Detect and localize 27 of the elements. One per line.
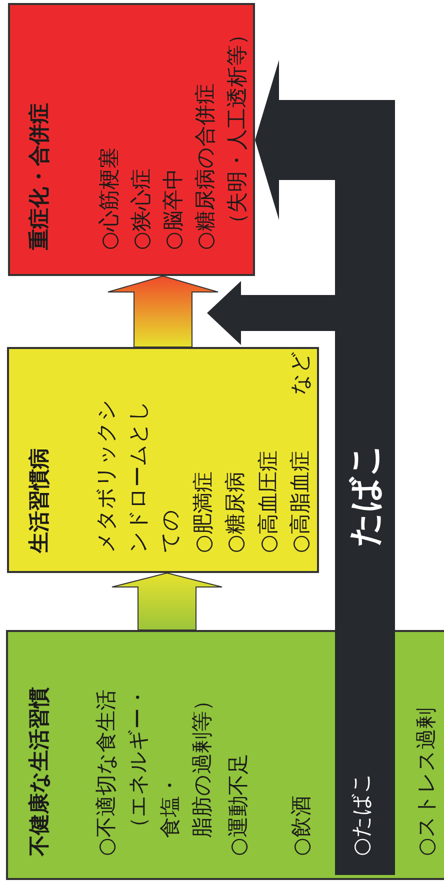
list-item: ○ストレス過剰 <box>413 708 439 856</box>
block-arrow <box>108 275 218 348</box>
category-box <box>8 3 255 276</box>
vertical-bar <box>335 100 395 630</box>
list-item: ○不適切な食生活（エネルギー・食塩・脂肪の過剰等） <box>93 686 215 856</box>
list-item: メタボリックシンドロームとしての <box>93 398 183 553</box>
list-item: ○狭心症 <box>128 168 154 250</box>
category-box <box>7 347 319 573</box>
list-item: ○心筋梗塞 <box>96 148 122 250</box>
list-item: ○高脂血症 <box>287 450 313 553</box>
box-heading: 生活習慣病 <box>27 448 51 553</box>
list-item: ○肥満症 <box>190 472 216 553</box>
list-item: ○脳卒中 <box>160 168 186 250</box>
list-note: など <box>287 351 313 395</box>
block-arrow <box>255 60 335 220</box>
box-heading: 不健康な生活習慣 <box>27 687 51 856</box>
block-arrow <box>207 281 335 345</box>
list-item: ○糖尿病の合併症（失明・人工透析等） <box>192 23 250 250</box>
list-item: ○糖尿病 <box>222 472 248 553</box>
block-arrow <box>112 572 222 630</box>
category-box <box>6 630 444 880</box>
bar-label: たばこ <box>344 442 386 547</box>
list-item: ○たばこ <box>348 772 374 856</box>
list-item: ○飲酒 <box>288 796 314 856</box>
list-item: ○運動不足 <box>225 754 251 856</box>
box-heading: 重症化・合併症 <box>27 103 51 250</box>
list-item: ○高血圧症 <box>255 450 281 553</box>
